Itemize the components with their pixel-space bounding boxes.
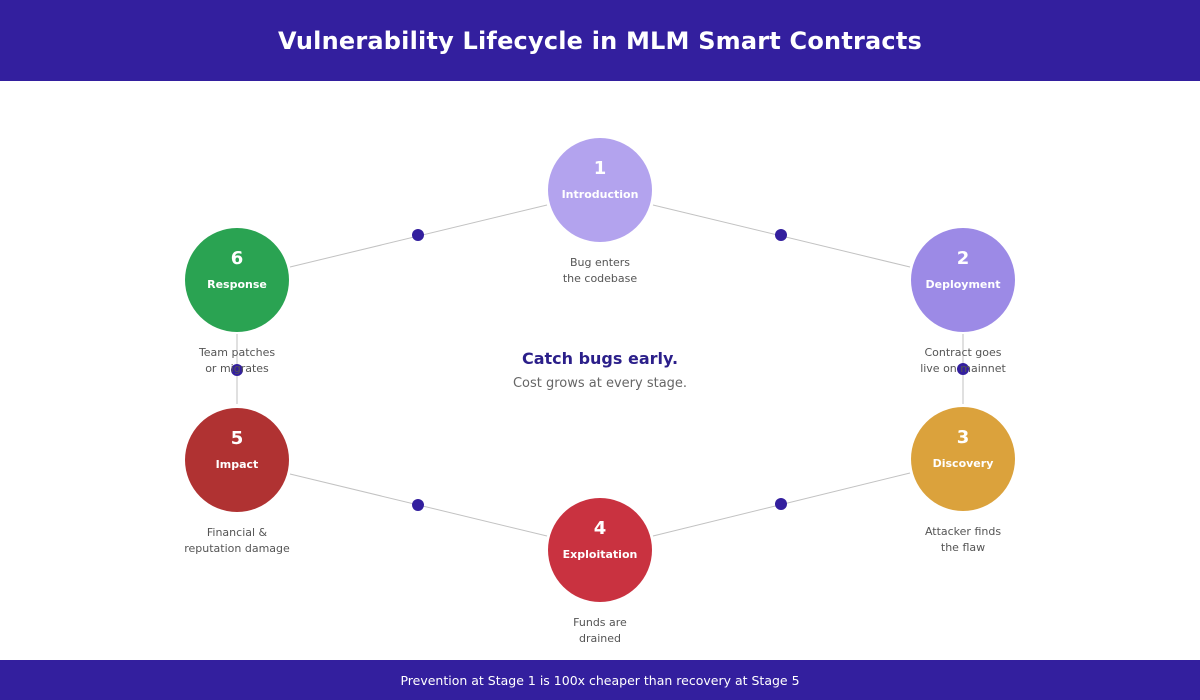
stage-number: 6 xyxy=(230,248,244,269)
stage-4-description: Funds are drained xyxy=(573,616,627,645)
stage-name: Response xyxy=(207,278,267,291)
connector-dot xyxy=(775,229,787,241)
stage-name: Exploitation xyxy=(562,548,638,561)
stage-1-description: Bug enters the codebase xyxy=(562,256,638,285)
stage-5-description: Financial & reputation damage xyxy=(184,526,290,555)
stage-name: Introduction xyxy=(561,188,639,201)
stage-number: 4 xyxy=(593,518,607,539)
stage-name: Deployment xyxy=(925,278,1001,291)
stage-3-description: Attacker finds the flaw xyxy=(924,525,1002,554)
stage-2-deployment: 2 Deployment xyxy=(911,228,1015,332)
stage-1-introduction: 1 Introduction xyxy=(548,138,652,242)
center-subtitle: Cost grows at every stage. xyxy=(512,376,688,391)
stage-5-impact: 5 Impact xyxy=(185,408,289,512)
stage-6-description: Team patches or migrates xyxy=(198,346,276,375)
stage-name: Discovery xyxy=(932,457,994,470)
connector-dot xyxy=(231,364,243,376)
connector-dot xyxy=(412,499,424,511)
page-title: Vulnerability Lifecycle in MLM Smart Con… xyxy=(0,0,1200,81)
stage-4-exploitation: 4 Exploitation xyxy=(548,498,652,602)
stage-number: 5 xyxy=(230,428,244,449)
stage-number: 2 xyxy=(956,248,970,269)
connector-dot xyxy=(957,363,969,375)
stage-number: 1 xyxy=(593,158,607,179)
stage-name: Impact xyxy=(215,458,259,471)
stage-number: 3 xyxy=(956,427,970,448)
stage-3-discovery: 3 Discovery xyxy=(911,407,1015,511)
footer-note: Prevention at Stage 1 is 100x cheaper th… xyxy=(0,660,1200,700)
center-title: Catch bugs early. xyxy=(521,349,679,368)
stage-6-response: 6 Response xyxy=(185,228,289,332)
connector-dot xyxy=(775,498,787,510)
connector-dot xyxy=(412,229,424,241)
stage-2-description: Contract goes live on mainnet xyxy=(920,346,1006,375)
